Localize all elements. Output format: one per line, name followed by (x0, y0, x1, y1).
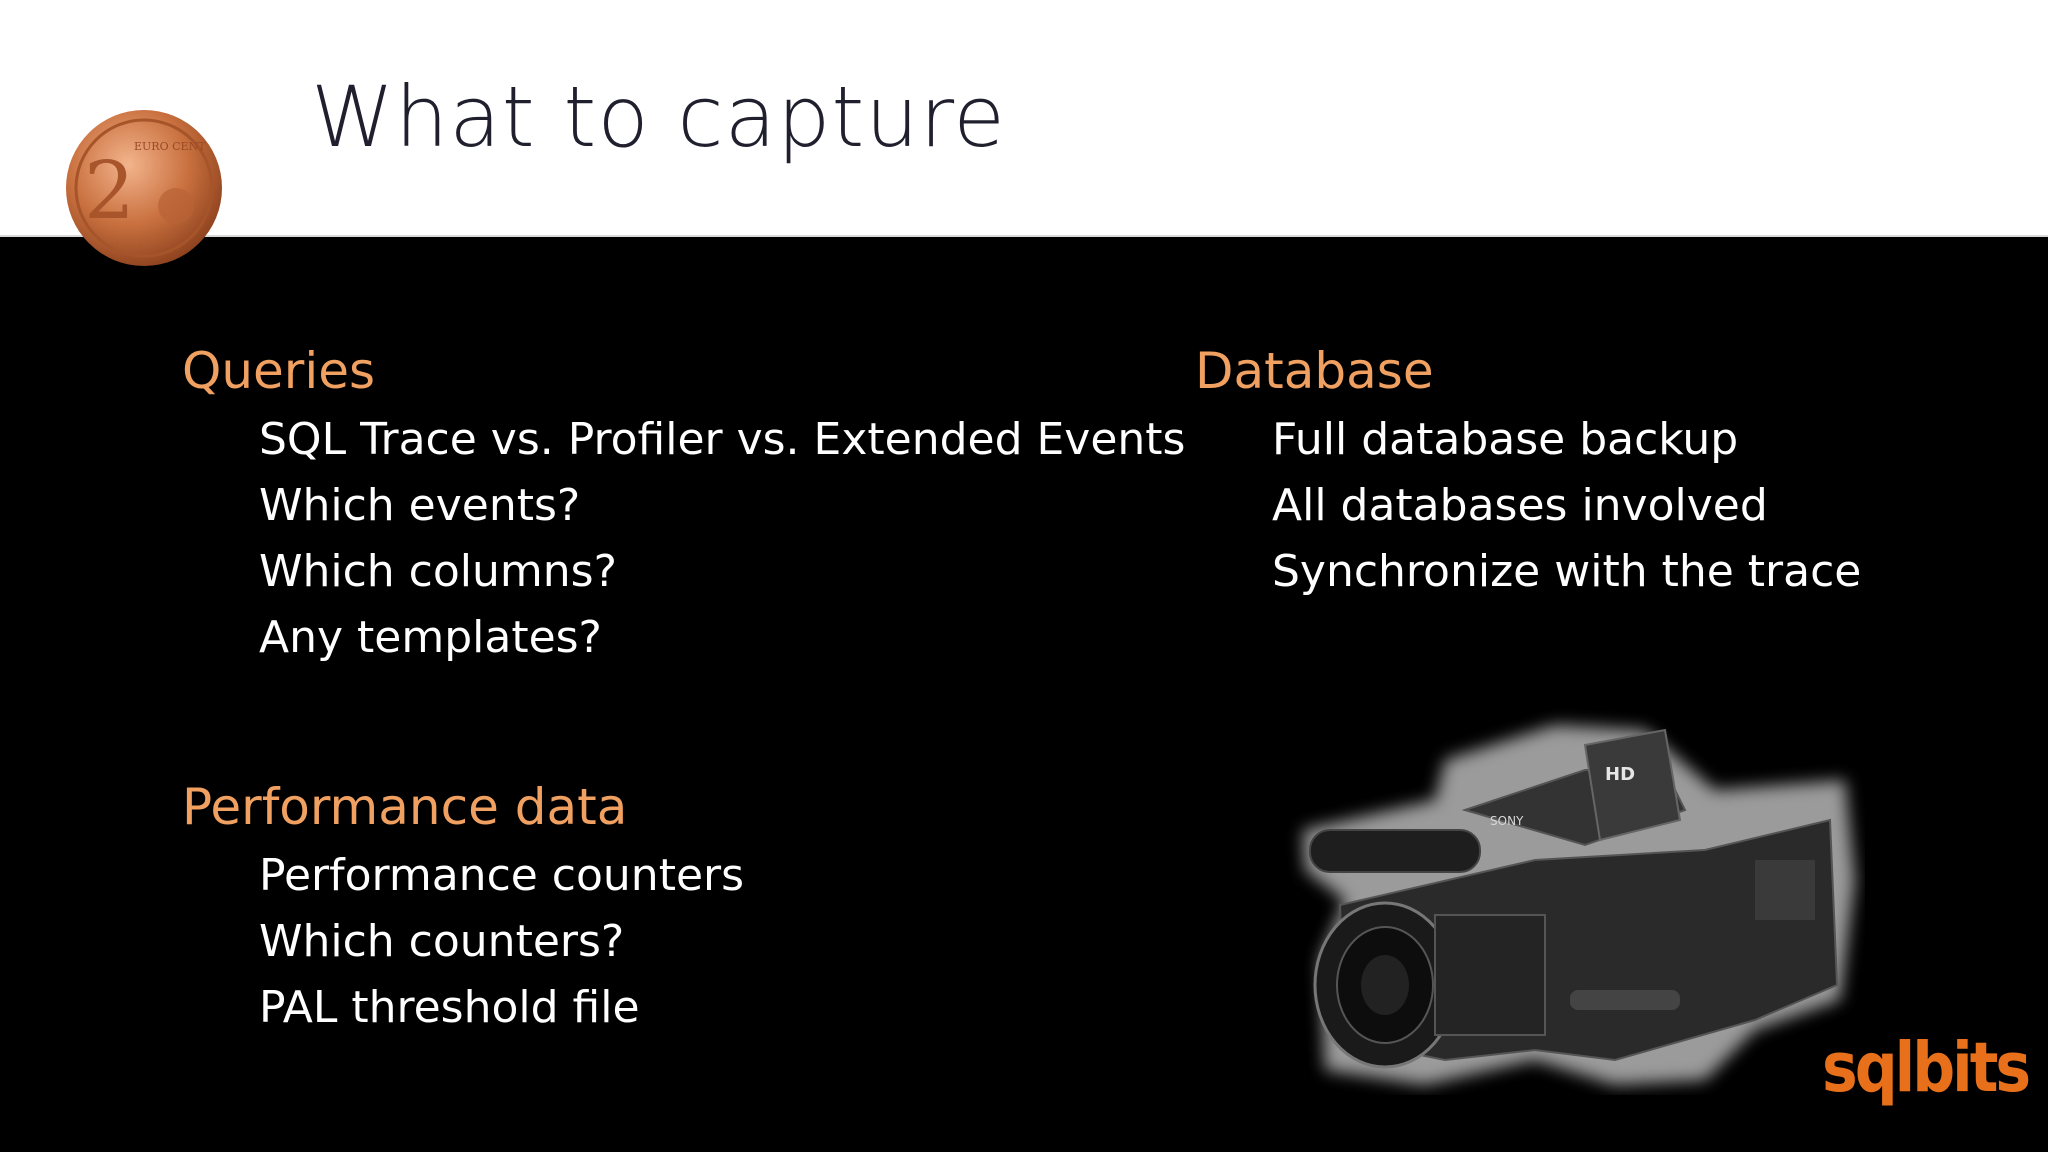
slide-header (0, 0, 2048, 237)
euro-cent-coin-image: 2 EURO CENT (66, 110, 222, 266)
queries-item-3: Which columns? (259, 546, 617, 597)
performance-item-3: PAL threshold file (259, 982, 640, 1033)
performance-item-2: Which counters? (259, 916, 625, 967)
queries-heading: Queries (182, 342, 376, 400)
queries-item-1: SQL Trace vs. Profiler vs. Extended Even… (259, 414, 1186, 465)
queries-item-2: Which events? (259, 480, 581, 531)
coin-text: EURO CENT (134, 140, 206, 153)
camera-brand: SONY (1490, 814, 1524, 828)
sqlbits-logo: sqlbits (1822, 1027, 2031, 1109)
coin-value: 2 (84, 144, 135, 237)
camcorder-image: HD SONY (1303, 725, 1855, 1085)
database-item-3: Synchronize with the trace (1272, 546, 1862, 597)
database-item-1: Full database backup (1272, 414, 1739, 465)
camera-badge: HD (1605, 764, 1635, 785)
performance-heading: Performance data (182, 778, 628, 836)
queries-item-4: Any templates? (259, 612, 602, 663)
slide-title: What to capture (311, 68, 1006, 166)
database-heading: Database (1195, 342, 1434, 400)
database-item-2: All databases involved (1272, 480, 1768, 531)
performance-item-1: Performance counters (259, 850, 745, 901)
